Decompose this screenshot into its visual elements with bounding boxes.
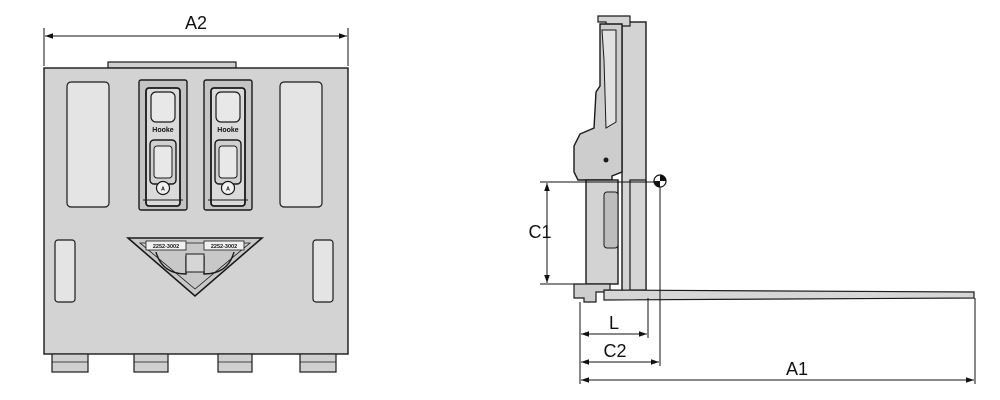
dimension-l: L: [581, 313, 647, 337]
load-centre-marker: [653, 174, 667, 188]
right-alpha-mark: A: [226, 187, 230, 193]
label-a2: A2: [185, 13, 207, 33]
left-model-tag: [145, 240, 187, 251]
fork-shank: [629, 179, 647, 291]
front-view: A Hooke A Hooke 2252-3002 2252-3002: [43, 13, 349, 373]
left-alpha-badge: [155, 180, 171, 196]
label-l: L: [609, 313, 619, 333]
right-model-tag-text: 2252-3002: [211, 244, 237, 250]
right-model-tag: [203, 240, 245, 251]
right-lower-slot: [312, 239, 334, 303]
bottom-hooks: [51, 353, 337, 373]
lower-bracket: 2252-3002 2252-3002: [125, 237, 265, 298]
dimension-c1: C1: [528, 181, 660, 285]
left-brand-stamp: Hooke: [152, 127, 174, 134]
fork-blade: [603, 289, 975, 301]
left-upper-slot: [66, 81, 110, 208]
bottom-hook-profile: [573, 283, 611, 303]
left-locking-pin: A Hooke: [138, 79, 188, 211]
left-model-tag-text: 2252-3002: [153, 244, 179, 250]
side-view: C1 L C2 A1: [528, 15, 976, 384]
label-c2: C2: [603, 341, 626, 361]
dimension-c2: C2: [581, 341, 659, 365]
right-upper-slot: [279, 81, 323, 208]
label-a1: A1: [786, 359, 808, 379]
dimension-a1: A1: [581, 359, 974, 383]
left-alpha-mark: A: [161, 187, 165, 193]
top-rail: [107, 61, 237, 69]
right-locking-pin: A Hooke: [203, 79, 253, 211]
dimension-a2: A2: [43, 13, 349, 66]
label-c1: C1: [528, 222, 551, 242]
right-brand-stamp: Hooke: [217, 127, 239, 134]
right-alpha-badge: [220, 180, 236, 196]
left-lower-slot: [54, 239, 76, 303]
